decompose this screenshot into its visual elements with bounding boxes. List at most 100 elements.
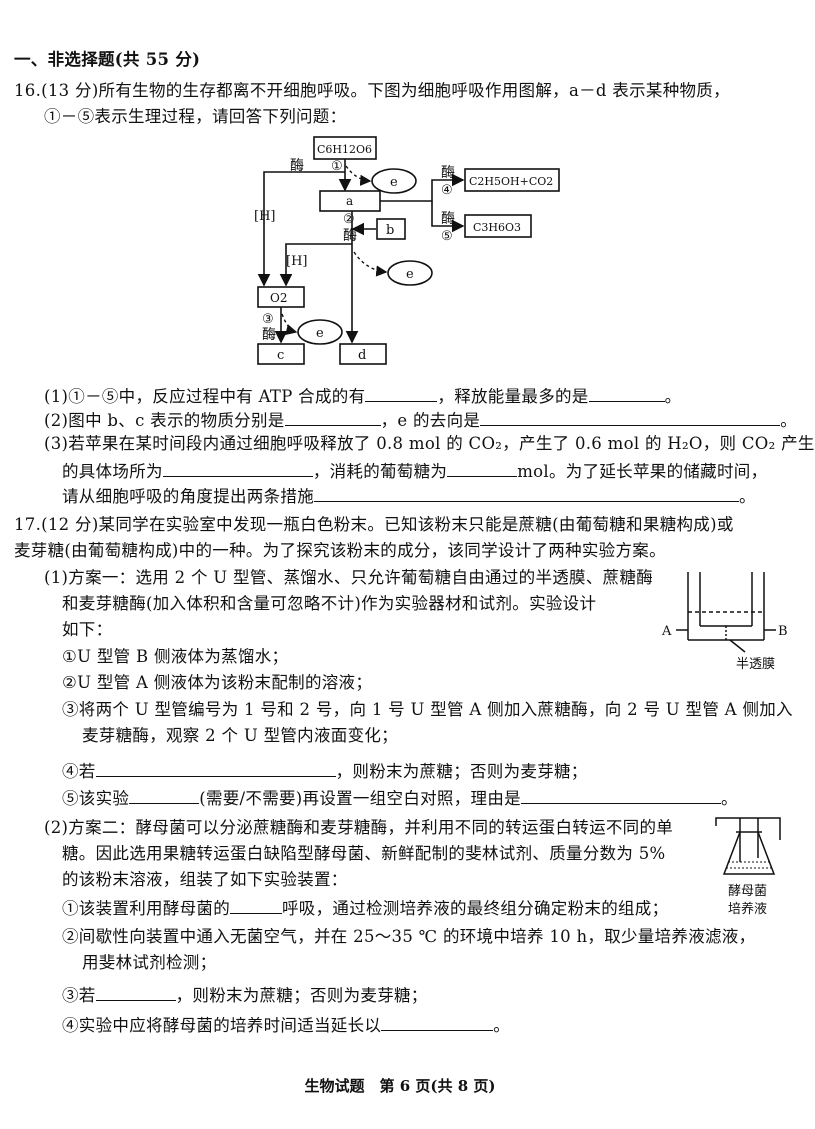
q17-step1: ①U 型管 B 侧液体为蒸馏水； [62,647,289,666]
q17-task1-blank[interactable] [230,896,282,914]
q17-plan2-line2: 糖。因此选用果糖转运蛋白缺陷型酵母菌、新鲜配制的斐林试剂、质量分数为 5% [62,844,666,863]
enzyme-label-5: 酶 [441,211,455,227]
h-label-1: [H] [254,209,275,224]
page-footer: 生物试题 第 6 页(共 8 页) [304,1077,496,1095]
q17-plan1-line3: 如下： [62,620,113,639]
q16-sub3-line1: (3)若苹果在某时间段内通过细胞呼吸释放了 0.8 mol 的 CO₂，产生了 … [44,434,815,453]
q17-task4: ④实验中应将酵母菌的培养时间适当延长以 。 [62,1013,510,1037]
q16-sub2: (2)图中 b、c 表示的物质分别是 ，e 的去向是 。 [44,408,797,432]
process-3-label: ③ [262,312,274,327]
e-label-1: e [390,175,398,190]
membrane-label: 半透膜 [736,657,775,672]
q16-sub3-text-e: 。 [739,487,756,506]
q17-task4-text-a: ④实验中应将酵母菌的培养时间适当延长以 [62,1016,382,1035]
process-2-label: ② [343,212,355,227]
enzyme-label-3: 酶 [262,327,276,343]
q17-step4-text-b: ，则粉末为蔗糖；否则为麦芽糖； [335,762,588,781]
e-ellipse-3 [297,319,343,345]
q16-sub2-text-a: (2)图中 b、c 表示的物质分别是 [44,411,285,430]
q16-sub3-blank-1[interactable] [162,459,313,477]
q17-task3: ③若 ，则粉末为蔗糖；否则为麦芽糖； [62,983,428,1007]
q16-sub2-text-b: ，e 的去向是 [380,411,481,430]
h-label-2: [H] [286,254,307,269]
q16-sub3-line2: 的具体场所为 ，消耗的葡萄糖为 mol。为了延长苹果的储藏时间， [62,459,767,483]
q16-sub1-blank-2[interactable] [588,384,665,402]
q17-plan1-line2: 和麦芽糖酶(加入体积和含量可忽略不计)作为实验器材和试剂。实验设计 [62,594,597,613]
q16-stem-line1: 16.(13 分)所有生物的生存都离不开细胞呼吸。下图为细胞呼吸作用图解，a－d… [14,81,730,100]
c-box [257,343,305,365]
a-label: a [346,194,353,208]
q17-task1-text-b: 呼吸，通过检测培养液的最终组分确定粉末的组成； [282,899,669,918]
o2-label: O2 [270,291,287,305]
ethanol-label: C2H5OH+CO2 [469,175,553,188]
q16-sub2-blank-2[interactable] [480,408,781,426]
q16-sub3-text-d: 请从细胞呼吸的角度提出两条措施 [62,487,314,506]
e-ellipse-1 [371,168,417,194]
c-label: c [277,348,284,363]
q17-step4-text-a: ④若 [62,762,96,781]
q17-task2-line1: ②间歇性向装置中通入无菌空气，并在 25～35 ℃ 的环境中培养 10 h，取少… [62,927,756,946]
q16-sub3-line3: 请从细胞呼吸的角度提出两条措施 。 [62,484,756,508]
flask-label-1: 酵母菌 [728,884,767,899]
q16-sub3-blank-2[interactable] [447,459,518,477]
glucose-label: C6H12O6 [317,143,372,156]
q17-step4: ④若 ，则粉末为蔗糖；否则为麦芽糖； [62,759,588,783]
ethanol-box [464,168,560,192]
q16-sub1-text-c: 。 [664,387,682,406]
q17-plan2-line1: (2)方案二：酵母菌可以分泌蔗糖酶和麦芽糖酶，并利用不同的转运蛋白转运不同的单 [44,818,674,837]
q16-sub3-blank-3[interactable] [314,484,739,502]
q17-task2-line2: 用斐林试剂检测； [82,953,217,972]
q17-task3-text-b: ，则粉末为蔗糖；否则为麦芽糖； [175,986,428,1005]
q17-step3-line1: ③将两个 U 型管编号为 1 号和 2 号，向 1 号 U 型管 A 侧加入蔗糖… [62,700,793,719]
q17-plan1-line1: (1)方案一：选用 2 个 U 型管、蒸馏水、只允许葡萄糖自由通过的半透膜、蔗糖… [44,568,654,587]
e-ellipse-2 [387,260,433,286]
u-tube-b-label: B [778,624,788,639]
q17-stem-line1: 17.(12 分)某同学在实验室中发现一瓶白色粉末。已知该粉末只能是蔗糖(由葡萄… [14,515,734,534]
d-label: d [358,348,366,363]
lactic-label: C3H6O3 [473,221,521,234]
section-header: 一、非选择题(共 55 分) [14,50,201,69]
d-box [339,343,387,365]
flask-label-2: 培养液 [728,901,767,917]
q17-plan2-line3: 的该粉末溶液，组装了如下实验装置： [62,870,348,889]
process-5-label: ⑤ [441,229,453,244]
yeast-flask-figure: 酵母菌 培养液 [715,817,781,917]
enzyme-label-2: 酶 [343,228,357,244]
q16-stem-line2: ①－⑤表示生理过程，请回答下列问题： [44,107,347,126]
process-1-label: ① [331,159,343,174]
q17-step4-blank[interactable] [95,759,336,777]
lactic-box [464,214,532,238]
q16-sub1-text-a: (1)①－⑤中，反应过程中有 ATP 合成的有 [44,387,366,406]
enzyme-label-1: 酶 [290,158,304,174]
q17-step5-text-a: ⑤该实验 [62,789,130,808]
q17-task1: ①该装置利用酵母菌的 呼吸，通过检测培养液的最终组分确定粉末的组成； [62,896,668,920]
enzyme-label-4: 酶 [441,165,455,181]
q17-step2: ②U 型管 A 侧液体为该粉末配制的溶液； [62,673,373,692]
q17-step5-blank-2[interactable] [520,786,721,804]
u-tube-a-label: A [661,624,672,639]
b-label: b [386,223,394,238]
q17-step5-blank-1[interactable] [129,786,200,804]
q16-sub3-text-a: 的具体场所为 [62,462,163,481]
q16-sub3-text-c: mol。为了延长苹果的储藏时间， [517,462,768,481]
q17-step3-line2: 麦芽糖酶，观察 2 个 U 型管内液面变化； [82,726,398,745]
q16-sub2-text-c: 。 [780,411,798,430]
q16-sub1: (1)①－⑤中，反应过程中有 ATP 合成的有 ，释放能量最多的是 。 [44,384,681,408]
q16-sub3-text-b: ，消耗的葡萄糖为 [312,462,448,481]
q17-task1-text-a: ①该装置利用酵母菌的 [62,899,230,918]
q17-task3-text-a: ③若 [62,986,96,1005]
q17-step5-text-b: (需要/不需要)再设置一组空白对照，理由是 [199,789,521,808]
q16-sub2-blank-1[interactable] [284,408,381,426]
respiration-diagram: C6H12O6 a C2H5OH+CO2 C3H6O3 b O2 c d e e… [254,136,560,365]
q17-step5-text-c: 。 [720,789,738,808]
q16-sub1-text-b: ，释放能量最多的是 [437,387,589,406]
u-tube-figure: A B 半透膜 [661,572,788,672]
process-4-label: ④ [441,183,453,198]
q17-task3-blank[interactable] [95,983,176,1001]
q16-sub1-blank-1[interactable] [365,384,438,402]
q17-task4-blank[interactable] [381,1013,494,1031]
q17-stem-line2: 麦芽糖(由葡萄糖构成)中的一种。为了探究该粉末的成分，该同学设计了两种实验方案。 [14,541,666,560]
b-box [376,218,406,240]
q17-task4-text-b: 。 [493,1016,511,1035]
e-label-3: e [316,326,324,341]
